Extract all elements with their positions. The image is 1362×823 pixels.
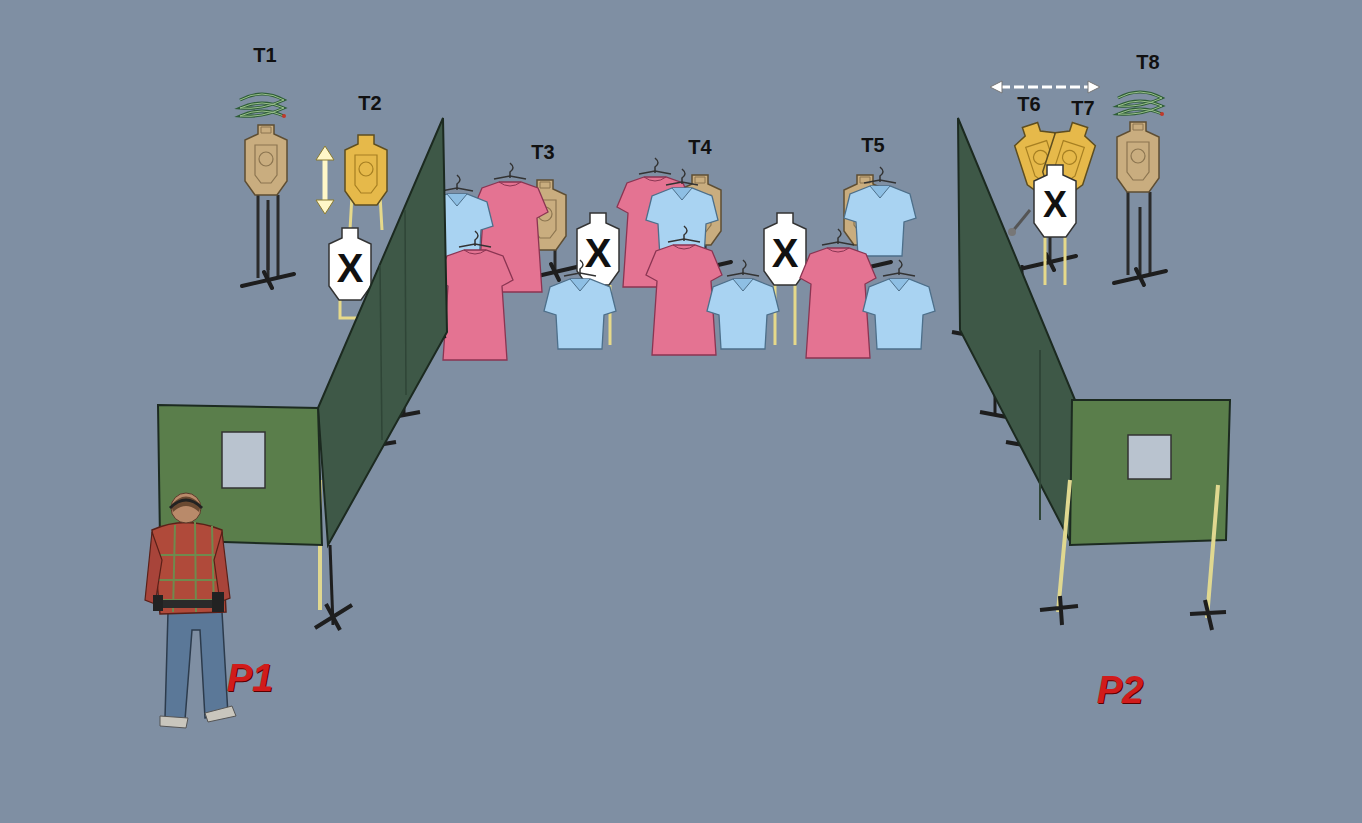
target-label: T5 xyxy=(861,135,884,155)
right-port-panel xyxy=(1040,400,1230,630)
no-shoot-mark: X xyxy=(585,233,612,273)
target-label: T3 xyxy=(531,142,554,162)
shooter-figure xyxy=(145,493,236,728)
position-label: P1 xyxy=(227,659,273,697)
no-shoot-mark: X xyxy=(337,248,364,288)
target-label: T6 xyxy=(1017,94,1040,114)
clothing-front xyxy=(437,226,935,360)
moving-target xyxy=(316,135,387,214)
target-label: T2 xyxy=(358,93,381,113)
no-shoot-mark: X xyxy=(1043,187,1067,223)
position-label: P2 xyxy=(1097,671,1143,709)
swinger-target xyxy=(240,94,287,195)
target-label: T8 xyxy=(1136,52,1159,72)
target-label: T4 xyxy=(688,137,711,157)
left-wall xyxy=(315,118,447,630)
swinger-target xyxy=(1117,92,1164,192)
no-shoot-mark: X xyxy=(772,233,799,273)
target-label: T1 xyxy=(253,45,276,65)
right-wall xyxy=(952,118,1075,545)
target-label: T7 xyxy=(1071,98,1094,118)
